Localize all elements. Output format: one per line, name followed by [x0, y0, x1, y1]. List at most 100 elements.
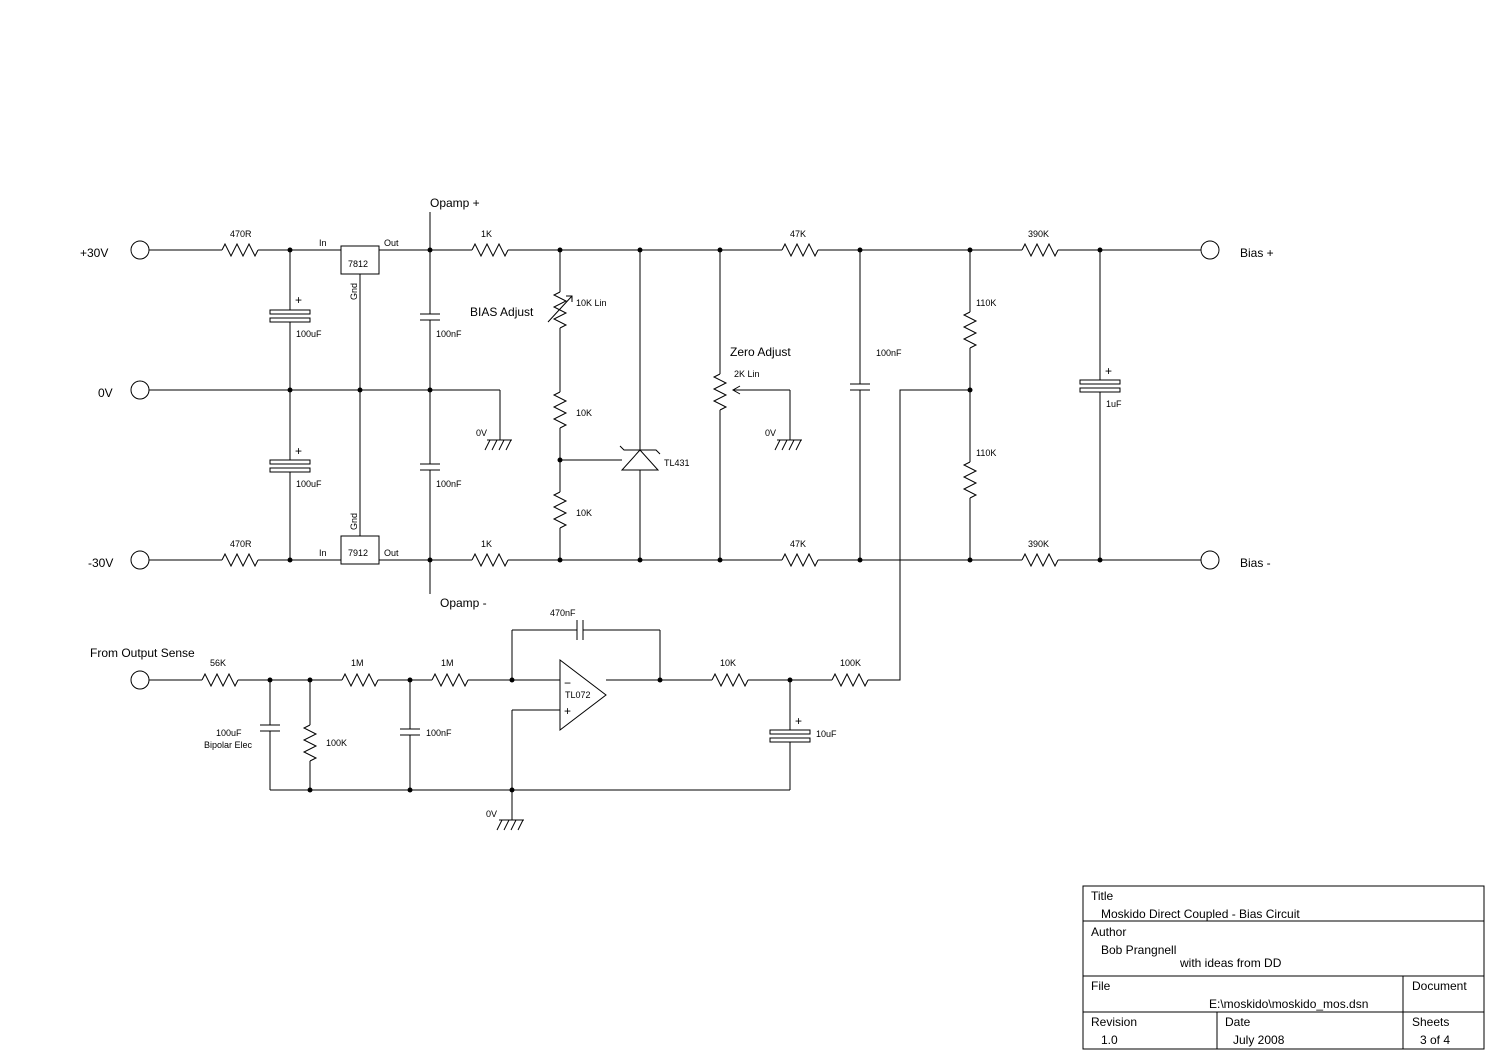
svg-text:7912: 7912	[348, 548, 368, 558]
resistor-1k-bottom: 1K	[471, 539, 509, 568]
svg-text:Gnd: Gnd	[349, 283, 359, 300]
ground-symbol-1: 0V	[476, 428, 512, 451]
svg-text:Sheets: Sheets	[1412, 1015, 1449, 1029]
capacitor-100nf-mid: 100nF	[850, 250, 902, 560]
svg-text:100nF: 100nF	[876, 348, 902, 358]
svg-text:10uF: 10uF	[816, 729, 837, 739]
svg-text:From Output Sense: From Output Sense	[90, 646, 195, 660]
resistor-100k-output: 100K	[831, 658, 869, 688]
svg-text:Bob Prangnell: Bob Prangnell	[1101, 943, 1176, 957]
svg-text:470nF: 470nF	[550, 608, 576, 618]
svg-text:0V: 0V	[486, 809, 497, 819]
svg-text:1.0: 1.0	[1101, 1033, 1118, 1047]
opamp-tl072: − + TL072	[559, 658, 607, 732]
title-block: Title Moskido Direct Coupled - Bias Circ…	[1082, 885, 1485, 1050]
resistor-100k-shunt: 100K	[302, 680, 347, 790]
capacitor-470nf-feedback: 470nF	[550, 608, 584, 640]
svg-text:TL431: TL431	[664, 458, 690, 468]
svg-text:Opamp +: Opamp +	[430, 196, 480, 210]
svg-text:+: +	[564, 704, 571, 718]
svg-text:10K: 10K	[720, 658, 736, 668]
opamp-supply-line: Opamp + Opamp - 100nF 100nF	[420, 196, 487, 610]
capacitor-10uf: + 10uF	[769, 680, 837, 790]
terminal-neg30[interactable]: -30V	[88, 550, 150, 570]
svg-text:0V: 0V	[476, 428, 487, 438]
svg-text:Author: Author	[1091, 925, 1126, 939]
resistor-10k-output: 10K	[711, 658, 749, 688]
svg-text:100uF: 100uF	[296, 329, 322, 339]
shunt-regulator-tl431: TL431	[619, 250, 690, 560]
svg-text:In: In	[319, 548, 327, 558]
terminal-pos30[interactable]: +30V	[80, 240, 150, 260]
terminal-sense[interactable]: From Output Sense	[90, 646, 195, 690]
svg-text:100nF: 100nF	[426, 728, 452, 738]
svg-text:470R: 470R	[230, 539, 252, 549]
terminal-bias-pos[interactable]: Bias +	[1200, 240, 1274, 260]
svg-text:+: +	[295, 293, 302, 307]
svg-text:Bias +: Bias +	[1240, 246, 1274, 260]
svg-text:470R: 470R	[230, 229, 252, 239]
svg-text:100nF: 100nF	[436, 329, 462, 339]
svg-text:Moskido Direct Coupled - Bias: Moskido Direct Coupled - Bias Circuit	[1101, 907, 1300, 921]
resistor-470r-bottom: 470R	[221, 539, 259, 568]
svg-text:TL072: TL072	[565, 690, 591, 700]
svg-text:BIAS Adjust: BIAS Adjust	[470, 305, 534, 319]
svg-text:+: +	[295, 444, 302, 458]
resistor-47k-top: 47K	[781, 229, 819, 258]
svg-text:Opamp -: Opamp -	[440, 596, 487, 610]
svg-text:Gnd: Gnd	[349, 513, 359, 530]
svg-text:Document: Document	[1412, 979, 1467, 993]
resistor-56k: 56K	[201, 658, 239, 688]
zero-adjust-pot[interactable]: Zero Adjust 2K Lin	[712, 250, 791, 560]
svg-text:47K: 47K	[790, 539, 806, 549]
resistor-110k-a: 110K	[962, 250, 996, 462]
svg-text:Out: Out	[384, 238, 399, 248]
svg-text:390K: 390K	[1028, 229, 1049, 239]
resistor-10k-b: 10K	[552, 491, 592, 560]
svg-text:10K: 10K	[576, 408, 592, 418]
svg-text:110K: 110K	[976, 298, 996, 308]
svg-text:Title: Title	[1091, 889, 1114, 903]
capacitor-100uf-bottom: + 100uF	[269, 390, 322, 560]
svg-text:2K Lin: 2K Lin	[734, 369, 760, 379]
svg-text:1K: 1K	[481, 229, 492, 239]
svg-text:7812: 7812	[348, 259, 368, 269]
svg-text:100K: 100K	[840, 658, 861, 668]
resistor-110k-b: 110K	[962, 448, 996, 560]
svg-text:File: File	[1091, 979, 1111, 993]
svg-text:100uF: 100uF	[216, 728, 242, 738]
terminal-zero[interactable]: 0V	[98, 380, 150, 400]
resistor-47k-bottom: 47K	[781, 539, 819, 568]
svg-text:+30V: +30V	[80, 246, 108, 260]
svg-text:Zero Adjust: Zero Adjust	[730, 345, 791, 359]
svg-text:1M: 1M	[441, 658, 454, 668]
regulator-7912: 7912 In Out Gnd	[319, 513, 399, 565]
svg-text:56K: 56K	[210, 658, 226, 668]
resistor-10k-a: 10K	[552, 391, 592, 492]
svg-text:Out: Out	[384, 548, 399, 558]
svg-text:Bipolar Elec: Bipolar Elec	[204, 740, 253, 750]
resistor-470r-top: 470R	[221, 229, 259, 258]
feedback-wire	[868, 389, 970, 681]
resistor-390k-bottom: 390K	[1021, 539, 1059, 568]
svg-text:1M: 1M	[351, 658, 364, 668]
bias-adjust-pot[interactable]: BIAS Adjust 10K Lin	[470, 250, 607, 392]
capacitor-1uf: + 1uF	[1079, 250, 1122, 560]
svg-text:10K: 10K	[576, 508, 592, 518]
svg-text:100nF: 100nF	[436, 479, 462, 489]
resistor-1k-top: 1K	[471, 229, 509, 258]
capacitor-100uf-top: + 100uF	[269, 250, 322, 390]
capacitor-100nf-filter: 100nF	[400, 680, 452, 790]
svg-text:47K: 47K	[790, 229, 806, 239]
ground-symbol-3: 0V	[486, 809, 524, 831]
terminal-bias-neg[interactable]: Bias -	[1200, 550, 1271, 570]
svg-text:July 2008: July 2008	[1233, 1033, 1285, 1047]
svg-text:Bias -: Bias -	[1240, 556, 1271, 570]
svg-text:1uF: 1uF	[1106, 399, 1122, 409]
svg-text:In: In	[319, 238, 327, 248]
svg-text:10K Lin: 10K Lin	[576, 298, 607, 308]
ground-symbol-2: 0V	[765, 428, 802, 451]
capacitor-bipolar-100uf: 100uF Bipolar Elec	[204, 680, 280, 790]
junction-dots	[267, 247, 1103, 793]
